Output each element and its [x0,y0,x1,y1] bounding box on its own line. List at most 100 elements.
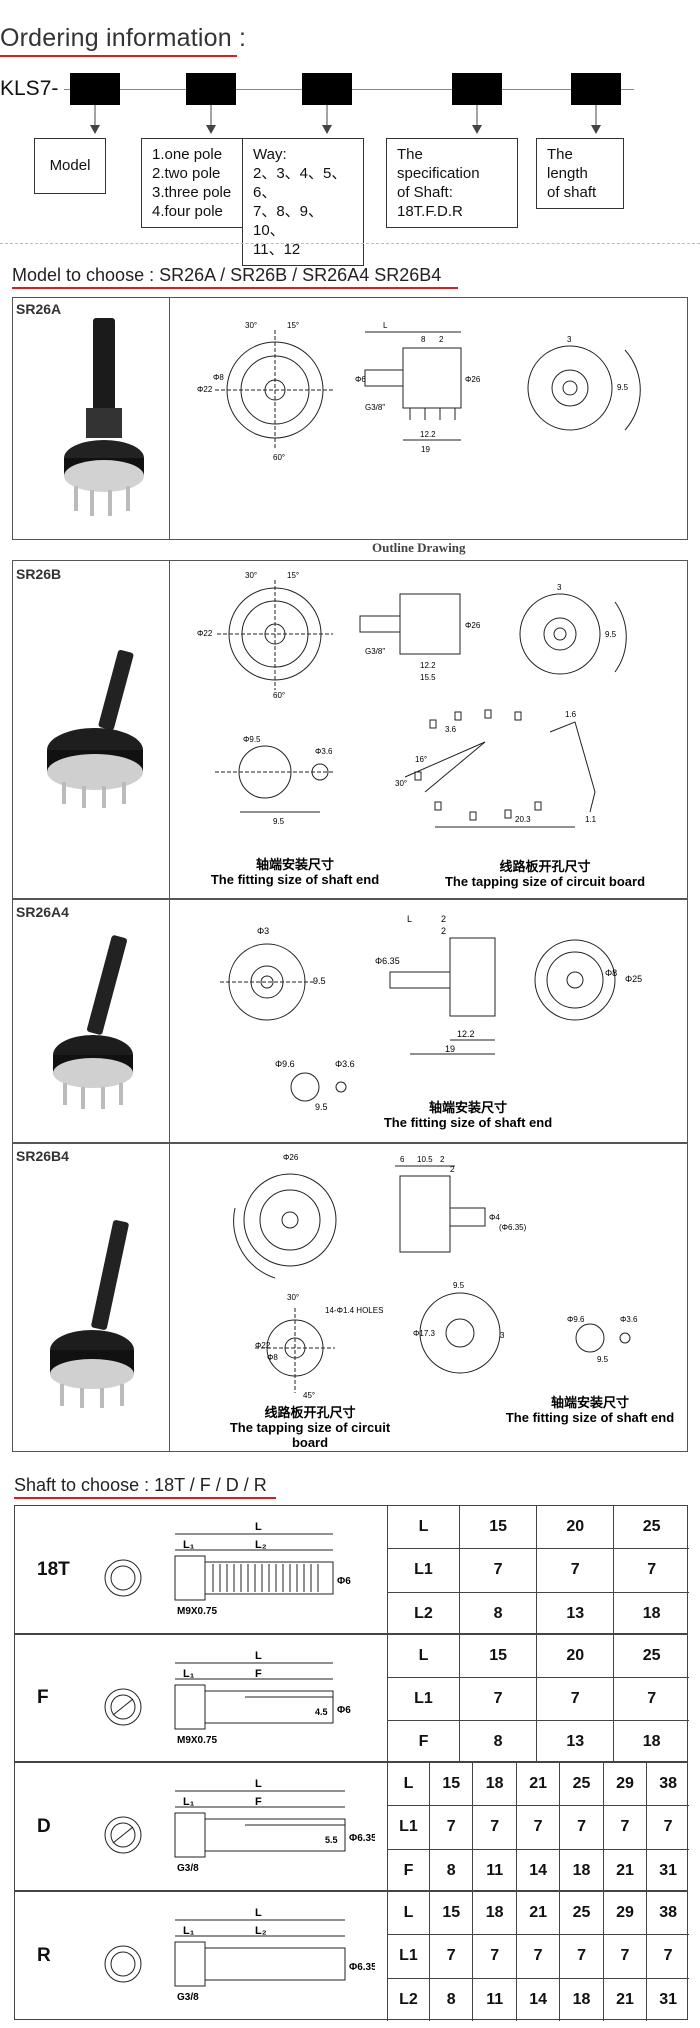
svg-text:10.5: 10.5 [417,1155,433,1164]
svg-text:1.6: 1.6 [565,710,577,719]
svg-text:G3/8: G3/8 [177,1992,199,2003]
svg-text:19: 19 [445,1044,455,1054]
svg-text:M9X0.75: M9X0.75 [177,1735,217,1746]
sr26b-photo [47,650,143,808]
row-header: L1 [387,1676,460,1722]
svg-text:Φ6: Φ6 [337,1576,351,1587]
shafts-title: Shaft to choose : 18T / F / D / R [14,1475,267,1495]
table-cell: 18 [472,1892,517,1936]
table-cell: 38 [646,1892,689,1936]
svg-text:Φ6: Φ6 [355,375,366,384]
models-title: Model to choose : SR26A / SR26B / SR26A4… [12,265,442,285]
svg-text:Φ22: Φ22 [197,629,213,638]
order-arrow-3 [322,105,332,134]
svg-text:3: 3 [557,583,562,592]
svg-text:Φ3.6: Φ3.6 [315,747,333,756]
svg-text:L₂: L₂ [255,1539,267,1551]
table-cell: 13 [536,1720,615,1763]
table-cell: 11 [472,1848,517,1892]
svg-text:15°: 15° [287,572,299,580]
model-sr26a4-label: SR26A4 [16,904,69,920]
svg-text:Φ3.6: Φ3.6 [620,1315,638,1324]
table-cell: 7 [515,1934,561,1979]
ordering-title-underline [0,55,237,57]
svg-text:L₁: L₁ [183,1925,195,1937]
svg-text:L: L [255,1907,262,1919]
table-cell: 11 [472,1977,517,2021]
svg-text:Φ6.35: Φ6.35 [349,1833,375,1844]
svg-text:L: L [407,914,412,924]
order-option-box-1: Model [34,138,106,194]
shaft-name: F [37,1687,49,1708]
table-cell: 20 [536,1506,615,1550]
model-sr26a-panel [12,297,688,540]
row-header: L1 [387,1805,430,1850]
shaft-name: R [37,1944,51,1966]
table-cell: 20 [536,1635,615,1678]
table-cell: 7 [613,1676,689,1722]
svg-text:3: 3 [567,335,572,344]
table-cell: 25 [613,1635,689,1678]
table-cell: 25 [613,1506,689,1550]
table-cell: 8 [428,1848,474,1892]
svg-text:L: L [383,321,388,330]
table-cell: 25 [559,1892,604,1936]
table-cell: 18 [613,1591,689,1635]
svg-text:19: 19 [421,445,430,454]
table-cell: 18 [559,1977,604,2021]
table-cell: 13 [536,1591,615,1635]
svg-text:9.5: 9.5 [617,383,629,392]
table-cell: 14 [515,1848,561,1892]
svg-text:30°: 30° [395,779,407,788]
table-cell: 7 [428,1805,474,1850]
svg-text:30°: 30° [287,1293,299,1302]
table-cell: 15 [428,1892,474,1936]
model-sr26a4-panel [12,899,688,1143]
table-cell: 38 [646,1763,689,1807]
table-cell: 7 [428,1934,474,1979]
shaft-name: D [37,1815,51,1837]
table-cell: 7 [646,1934,689,1979]
table-cell: 7 [646,1805,689,1850]
svg-text:9.5: 9.5 [273,817,285,826]
order-code-block-4 [452,73,502,105]
shaft-name: 18T [37,1558,70,1580]
svg-text:Φ6.35: Φ6.35 [349,1962,375,1973]
table-cell: 29 [602,1892,648,1936]
section-divider [0,243,700,244]
order-arrow-5 [591,105,601,134]
svg-text:8: 8 [421,335,426,344]
svg-text:Φ22: Φ22 [197,385,213,394]
model-sr26b-label: SR26B [16,566,62,582]
table-cell: 25 [559,1763,604,1807]
svg-text:L: L [255,1521,262,1533]
table-cell: 15 [428,1763,474,1807]
row-header: F [387,1848,430,1892]
table-cell: 7 [602,1805,648,1850]
svg-text:Φ22: Φ22 [255,1341,271,1350]
svg-text:9.5: 9.5 [313,976,326,986]
svg-text:L₁: L₁ [183,1668,195,1680]
svg-text:Φ26: Φ26 [465,621,481,630]
table-cell: 21 [602,1977,648,2021]
sr26a4-photo [53,935,133,1109]
table-cell: 29 [602,1763,648,1807]
svg-text:L₁: L₁ [183,1796,195,1808]
table-cell: 7 [458,1676,538,1722]
table-cell: 8 [458,1720,538,1763]
svg-text:16°: 16° [415,755,427,764]
